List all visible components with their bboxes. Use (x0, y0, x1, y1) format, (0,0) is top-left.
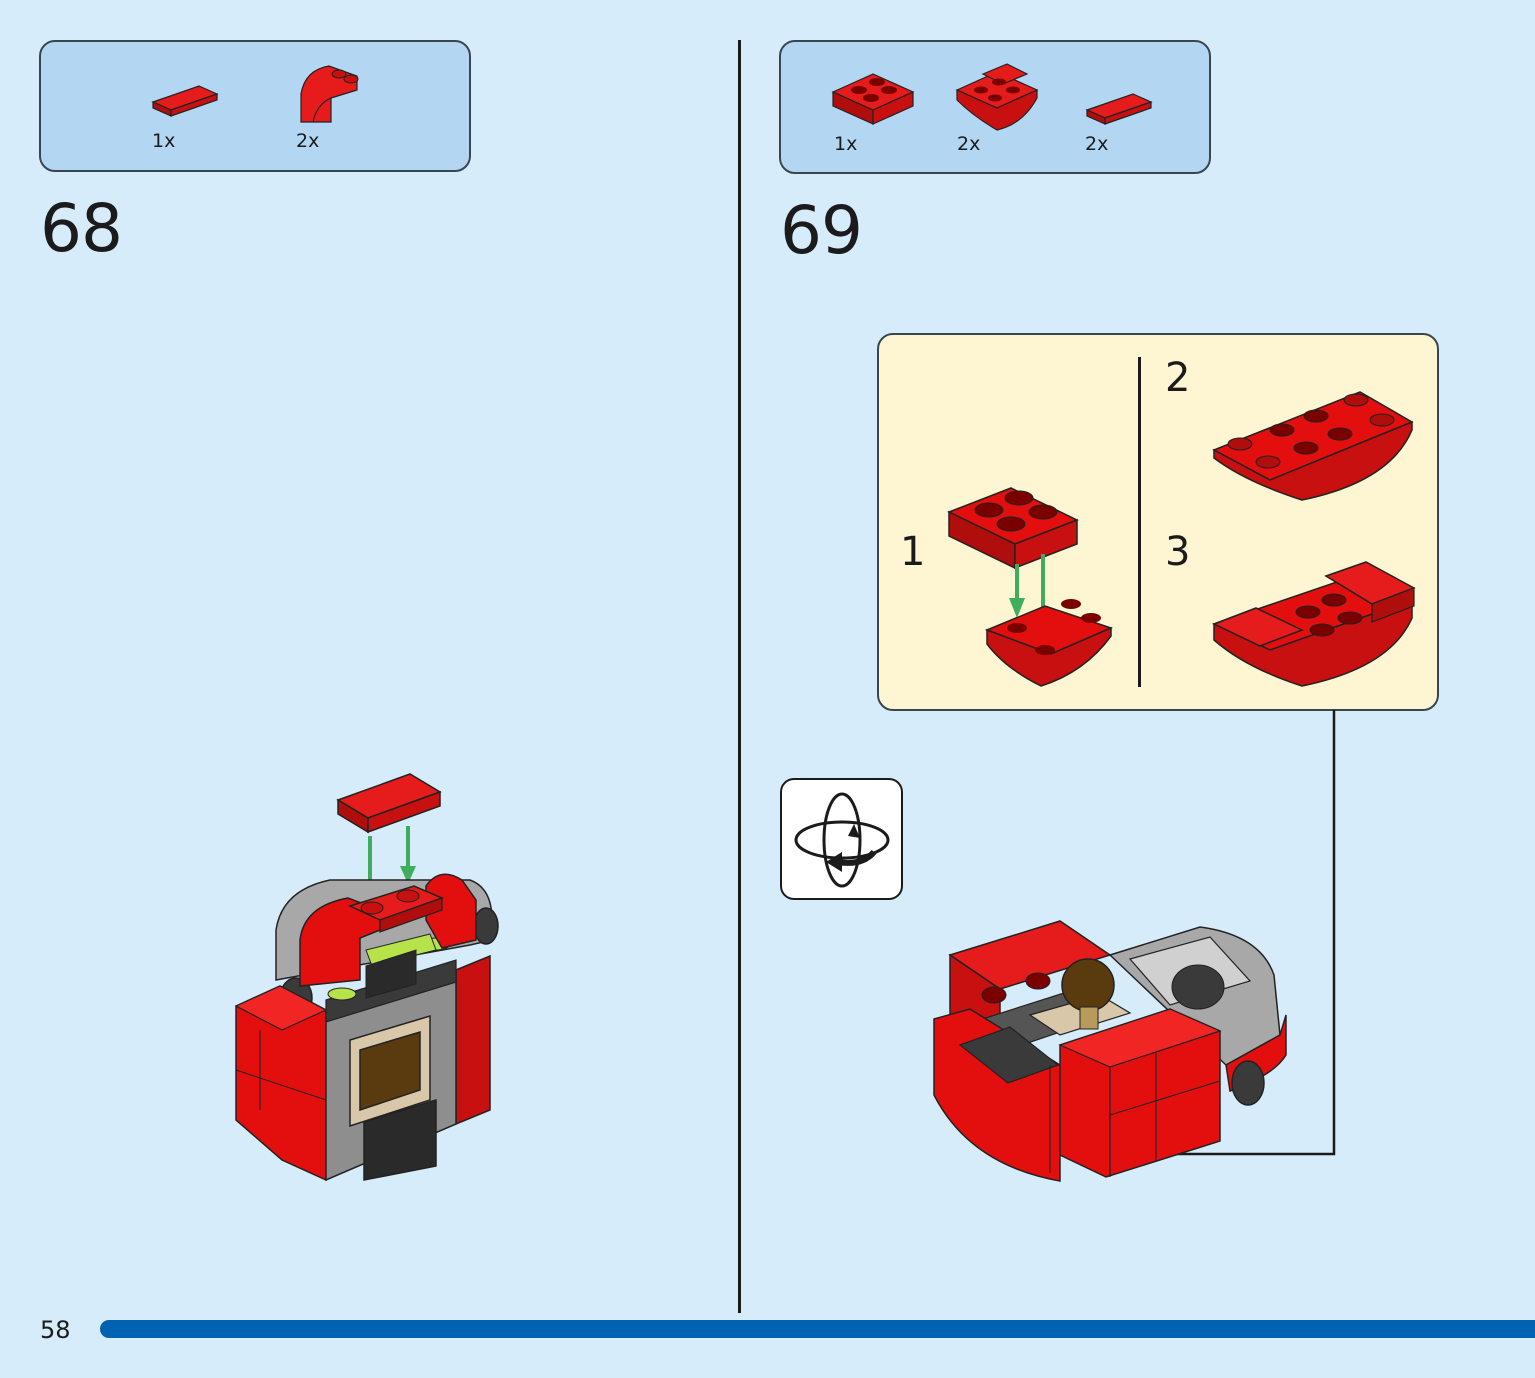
substep-1-illustration (947, 487, 1114, 687)
red-tile-1x2-icon (1085, 93, 1153, 125)
part-qty: 1x (152, 130, 176, 152)
red-inverted-curved-slope-icon (955, 63, 1039, 131)
part-qty: 1x (834, 133, 858, 155)
part-qty: 2x (1085, 133, 1109, 155)
red-tile-1x2-icon (151, 85, 219, 117)
red-plate-2x2-icon (831, 73, 915, 125)
page-divider (738, 40, 741, 1313)
rotate-model-icon (780, 778, 903, 900)
substep-2-illustration (1212, 391, 1414, 501)
substep-number: 1 (900, 529, 926, 575)
step-number: 68 (40, 190, 123, 267)
part-qty: 2x (296, 130, 320, 152)
model-step-68 (234, 773, 499, 1182)
substep-number: 2 (1165, 355, 1191, 401)
page-number: 58 (40, 1316, 71, 1344)
parts-list-step-68: 1x 2x (39, 40, 471, 172)
red-curved-slope-icon (300, 65, 359, 123)
substep-3-illustration (1211, 561, 1416, 687)
step-number: 69 (780, 192, 863, 269)
part-qty: 2x (957, 133, 981, 155)
subassembly-divider (1138, 357, 1141, 687)
substep-number: 3 (1165, 529, 1191, 575)
parts-list-step-69: 1x 2x 2x (779, 40, 1211, 174)
model-step-69 (933, 920, 1287, 1182)
page-progress-bar (100, 1320, 1535, 1338)
